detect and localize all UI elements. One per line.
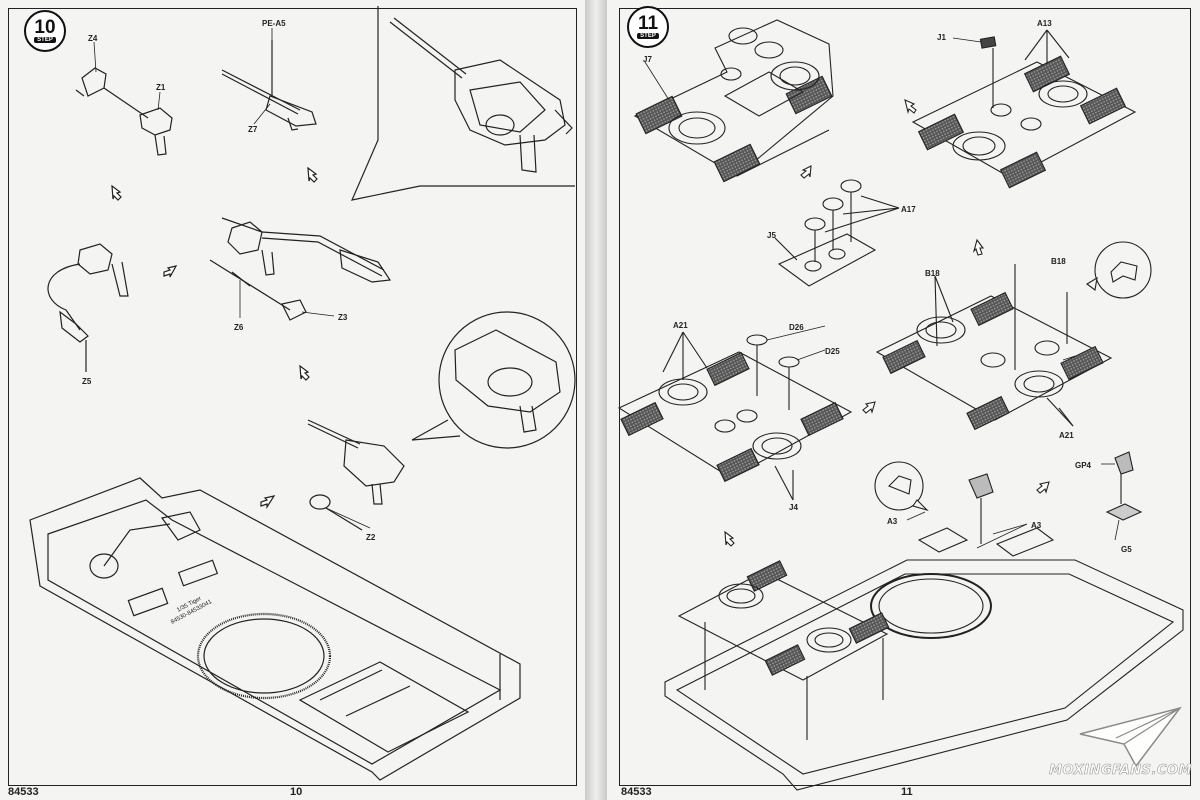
gp4-g5-parts <box>1105 451 1143 521</box>
catalog-number: 84533 <box>8 786 39 798</box>
part-label-a21-top: A21 <box>673 321 688 330</box>
part-label-b18-left: B18 <box>925 269 940 278</box>
part-label-a3-right: A3 <box>1031 521 1042 530</box>
mg-mount-assembly <box>209 217 392 321</box>
part-label-j5: J5 <box>767 231 776 240</box>
paper-plane-logo <box>1079 706 1182 768</box>
detail-callout-circle <box>438 311 576 449</box>
catalog-number: 84533 <box>621 786 652 798</box>
z4-z1-assembly <box>75 67 173 156</box>
part-label-d25: D25 <box>825 347 840 356</box>
inset-box-outline <box>350 6 575 201</box>
callout-pointer <box>411 419 449 441</box>
instruction-page-left: 10 STEP <box>0 0 585 800</box>
step-number: 10 <box>34 17 56 38</box>
step-word: STEP <box>637 33 659 39</box>
hull-drawing <box>29 477 521 781</box>
z2-gun-assembly <box>307 419 405 531</box>
engine-deck-a13 <box>911 29 1137 189</box>
a17-j5-subassembly <box>774 179 900 287</box>
engine-deck-b18 <box>875 264 1113 431</box>
part-label-z4: Z4 <box>88 34 98 43</box>
part-label-j7: J7 <box>643 55 652 64</box>
part-label-d26: D26 <box>789 323 804 332</box>
step-badge-11: 11 STEP <box>627 6 669 48</box>
hull-with-deck <box>664 473 1184 791</box>
step-word: STEP <box>34 37 56 43</box>
part-label-a13: A13 <box>1037 19 1052 28</box>
part-label-a3-left: A3 <box>887 517 898 526</box>
z5-assembly <box>47 243 129 372</box>
step-arrows <box>724 99 1050 547</box>
part-label-z7: Z7 <box>248 125 258 134</box>
step-badge-10: 10 STEP <box>24 10 66 52</box>
part-label-z2: Z2 <box>366 533 376 542</box>
leader-lines <box>644 37 1120 549</box>
part-label-pe-a5: PE-A5 <box>262 19 286 28</box>
page-number: 10 <box>290 786 303 798</box>
part-label-z3: Z3 <box>338 313 348 322</box>
page-number: 11 <box>901 786 913 798</box>
step-arrows <box>111 166 318 510</box>
engine-deck-a21-d25 <box>617 331 853 501</box>
step-number: 11 <box>637 13 659 34</box>
step-11-diagram: J7 J1 A13 A17 J5 B18 B18 A21 A21 D26 D25… <box>617 19 1184 791</box>
part-label-j4: J4 <box>789 503 798 512</box>
part-label-g5: G5 <box>1121 545 1132 554</box>
a3-detail-bubble <box>874 461 929 512</box>
page-gutter <box>585 0 607 800</box>
part-label-a21-bottom: A21 <box>1059 431 1074 440</box>
part-label-gp4: GP4 <box>1075 461 1092 470</box>
part-label-z5: Z5 <box>82 377 92 386</box>
engine-deck-bare <box>633 19 834 183</box>
inset-gun-drawing <box>389 17 573 173</box>
part-label-a17: A17 <box>901 205 916 214</box>
b18-detail-bubble <box>1086 241 1152 299</box>
leader-lines <box>93 28 371 529</box>
part-label-z1: Z1 <box>156 83 166 92</box>
z7-machine-gun <box>221 40 317 131</box>
page-frame <box>619 8 1191 786</box>
part-label-z6: Z6 <box>234 323 244 332</box>
watermark-text: MOXINGFANS.COM <box>1049 763 1192 779</box>
step-10-diagram: Z4 Z1 PE-A5 Z7 Z5 Z6 Z3 Z2 1/35 Tiger 84… <box>29 6 576 781</box>
part-label-b18-right: B18 <box>1051 257 1066 266</box>
page-frame <box>8 8 577 786</box>
detail-callout-drawing <box>454 329 561 433</box>
part-label-j1: J1 <box>937 33 946 42</box>
instruction-page-right: 11 STEP <box>607 0 1200 800</box>
